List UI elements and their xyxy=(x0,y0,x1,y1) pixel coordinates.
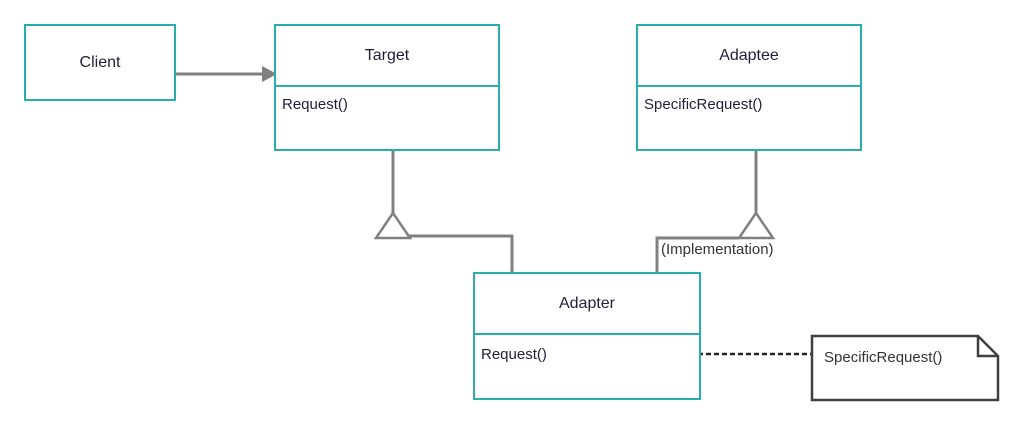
note-text: SpecificRequest() xyxy=(824,349,943,366)
note-fold xyxy=(976,336,998,358)
note-shape xyxy=(810,334,1000,402)
client-class-name: Client xyxy=(79,53,121,71)
adapter-adaptee-implementation xyxy=(655,236,739,272)
target-inheritance-triangle xyxy=(373,210,413,240)
adapter-class-box[interactable]: Adapter Request() xyxy=(473,272,701,400)
adaptee-class-box[interactable]: Adaptee SpecificRequest() xyxy=(636,24,862,151)
adapter-method: Request() xyxy=(481,346,547,363)
association-arrowhead xyxy=(262,66,277,82)
adaptee-inheritance-triangle xyxy=(736,210,776,240)
adaptee-class-name: Adaptee xyxy=(638,26,860,87)
implementation-label: (Implementation) xyxy=(661,241,774,258)
adapter-class-name: Adapter xyxy=(475,274,699,335)
target-class-box[interactable]: Target Request() xyxy=(274,24,500,151)
adaptee-method: SpecificRequest() xyxy=(644,96,763,113)
adapter-target-generalization xyxy=(409,234,514,272)
target-method: Request() xyxy=(282,96,348,113)
client-class-box[interactable]: Client xyxy=(24,24,176,101)
target-class-name: Target xyxy=(276,26,498,87)
